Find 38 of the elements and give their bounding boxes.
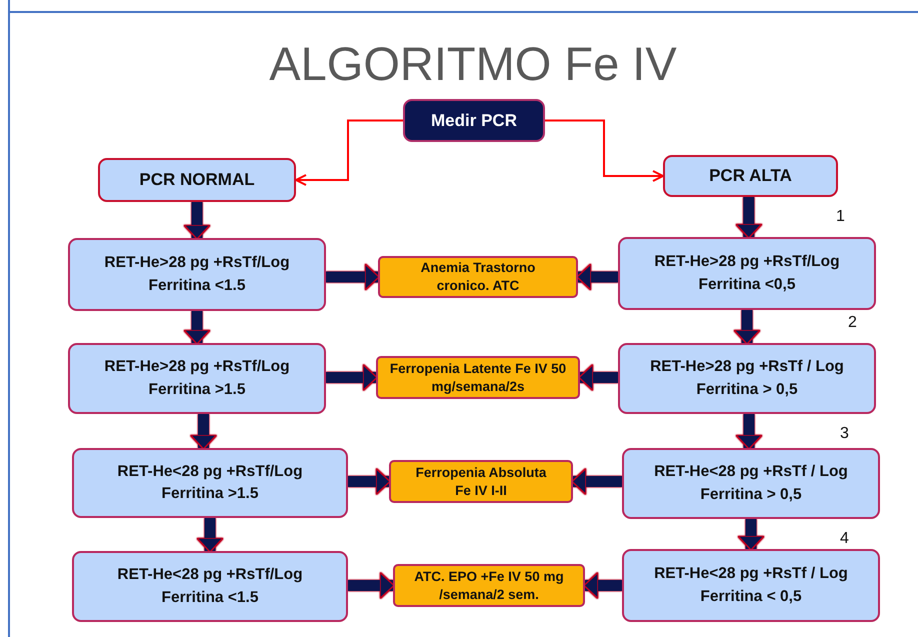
criteria-box: RET-He<28 pg +RsTf/Log Ferritina <1.5 xyxy=(72,551,348,622)
criteria-box: RET-He>28 pg +RsTf / Log Ferritina > 0,5 xyxy=(618,343,876,414)
arrow xyxy=(295,120,403,186)
block-arrow xyxy=(190,414,218,450)
block-arrow xyxy=(737,519,765,551)
criteria-box: RET-He>28 pg +RsTf/Log Ferritina >1.5 xyxy=(68,343,326,414)
block-arrow xyxy=(183,311,211,345)
criteria-box: RET-He<28 pg +RsTf/Log Ferritina >1.5 xyxy=(72,448,348,518)
criteria-box: RET-He<28 pg +RsTf / Log Ferritina > 0,5 xyxy=(622,448,880,519)
block-arrow xyxy=(583,572,622,600)
block-arrow xyxy=(571,468,622,496)
criteria-box: RET-He<28 pg +RsTf / Log Ferritina < 0,5 xyxy=(622,549,880,622)
block-arrow xyxy=(326,364,378,392)
result-box: Ferropenia Absoluta Fe IV I-II xyxy=(389,460,573,503)
branch-box: PCR NORMAL xyxy=(98,158,296,202)
block-arrow xyxy=(735,414,763,450)
block-arrow xyxy=(735,197,762,239)
block-arrow xyxy=(326,263,380,291)
result-box: Ferropenia Latente Fe IV 50 mg/semana/2s xyxy=(376,356,580,399)
start-box: Medir PCR xyxy=(403,99,545,142)
title: ALGORITMO Fe IV xyxy=(268,36,678,91)
block-arrow xyxy=(196,518,224,553)
result-box: ATC. EPO +Fe IV 50 mg /semana/2 sem. xyxy=(393,564,585,607)
block-arrow xyxy=(578,364,618,392)
block-arrow xyxy=(348,572,395,600)
step-number: 2 xyxy=(848,314,857,332)
criteria-box: RET-He>28 pg +RsTf/Log Ferritina <1.5 xyxy=(68,238,326,311)
criteria-box: RET-He>28 pg +RsTf/Log Ferritina <0,5 xyxy=(618,237,876,310)
step-number: 1 xyxy=(836,208,845,226)
branch-box: PCR ALTA xyxy=(663,155,838,197)
arrow xyxy=(545,120,664,182)
block-arrow xyxy=(348,468,391,496)
block-arrow xyxy=(733,310,761,345)
block-arrow xyxy=(576,263,618,291)
step-number: 4 xyxy=(840,530,849,548)
step-number: 3 xyxy=(840,425,849,443)
result-box: Anemia Trastorno cronico. ATC xyxy=(378,256,578,298)
block-arrow xyxy=(183,202,211,240)
